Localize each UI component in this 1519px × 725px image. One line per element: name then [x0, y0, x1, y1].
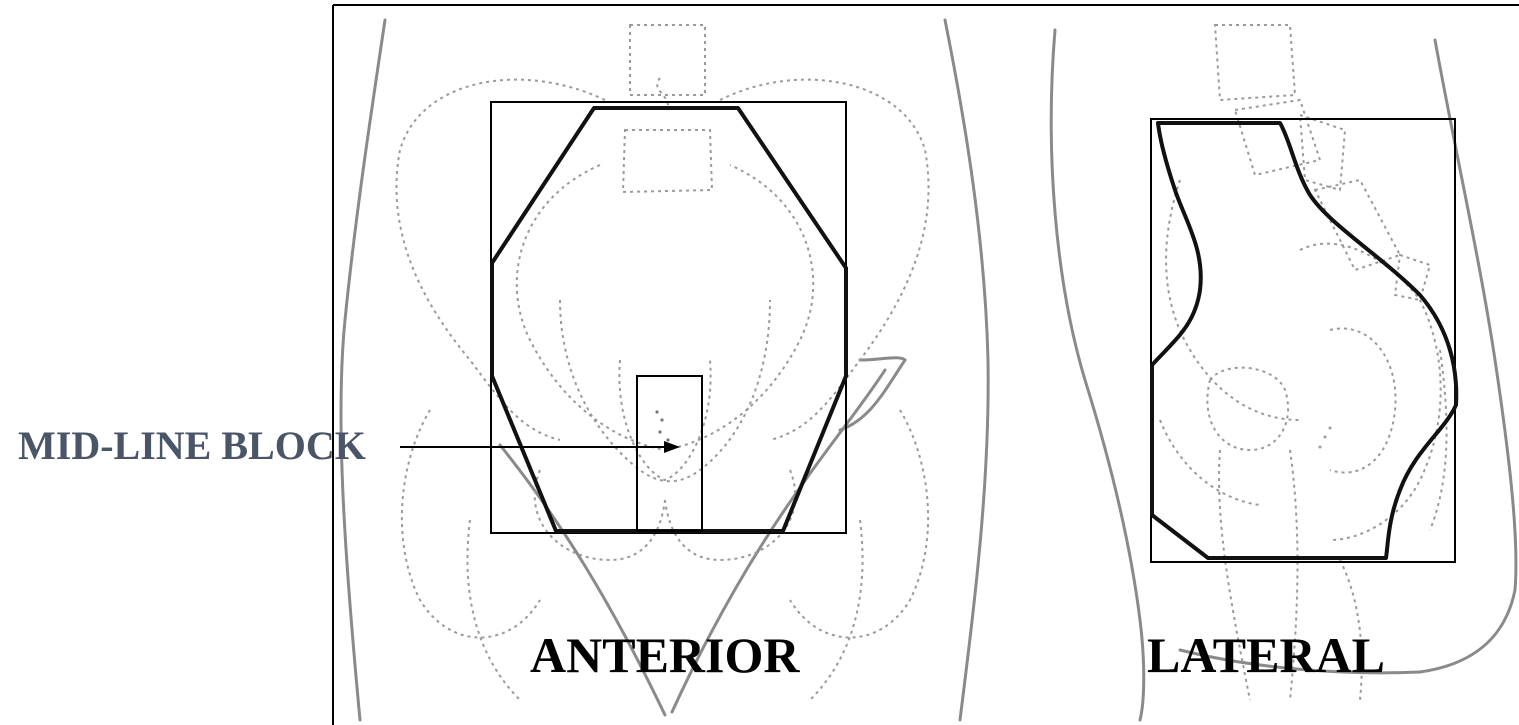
- lateral-view-label: LATERAL: [1147, 630, 1385, 680]
- anterior-field-box: [491, 102, 846, 533]
- lateral-field-outline: [1152, 123, 1456, 558]
- midline-block-label: MID-LINE BLOCK: [18, 426, 366, 466]
- anterior-field-outline: [492, 108, 846, 531]
- anterior-dots: [655, 410, 669, 441]
- anterior-view-label: ANTERIOR: [530, 630, 799, 680]
- lateral-pelvis-dotted: [1160, 25, 1447, 700]
- diagram-frame: [333, 5, 1519, 725]
- lateral-dots: [1319, 427, 1332, 449]
- anterior-body-contour: [341, 20, 988, 720]
- anterior-pelvis-dotted: [396, 25, 928, 700]
- midline-block-rect: [637, 376, 702, 531]
